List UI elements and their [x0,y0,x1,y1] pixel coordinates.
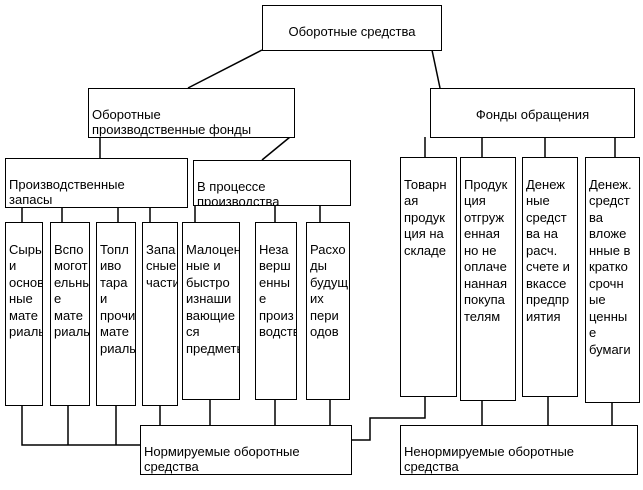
leaf-finished-goods-label: Товарн ая продук ция на складе [404,176,447,258]
leaf-raw-materials-label: Сырье и основ ные мате риалы [9,241,43,340]
leaf-spare-parts: Запа сные части [142,222,178,406]
leaf-deferred-expenses: Расхо ды будущ их пери одов [306,222,350,400]
leaf-shipped-goods-label: Продук ция отгруж енная но не оплаче нан… [464,176,508,324]
connector-funds-process [261,136,291,161]
root-label: Оборотные средства [288,23,416,39]
leaf-spare-parts-label: Запа сные части [146,241,178,290]
in-production-box: В процессе производства [193,160,351,206]
leaf-fuel-materials: Топл иво тара и прочие мате риалы [96,222,136,406]
production-funds-label: Оборотные производственные фонды [92,106,252,138]
leaf-low-value-items-label: Малоцен ные и быстро изнаши вающие ся пр… [186,241,240,356]
leaf-securities: Денеж. средст ва вложе нные в кратко сро… [585,157,640,403]
production-stocks-box: Производственные запасы [5,158,188,208]
leaf-low-value-items: Малоцен ные и быстро изнаши вающие ся пр… [182,222,240,400]
leaf-auxiliary-materials: Вспо могот ельны е мате риалы [50,222,90,406]
leaf-auxiliary-materials-label: Вспо могот ельны е мате риалы [54,241,90,340]
connector-root-left [187,49,263,89]
non-normalized-box: Ненормируемые оборотные средства [400,425,638,475]
production-funds-box: Оборотные производственные фонды [88,88,295,138]
leaf-cash: Денеж ные средст ва на расч. счете и вка… [522,157,578,397]
leaf-fuel-materials-label: Топл иво тара и прочие мате риалы [100,241,136,356]
connector-process-leaves [194,205,321,222]
normalized-label: Нормируемые оборотные средства [144,443,300,475]
circulation-funds-box: Фонды обращения [430,88,635,138]
leaf-work-in-progress-label: Неза верш енны е произ водство [259,241,296,340]
normalized-box: Нормируемые оборотные средства [140,425,352,475]
connector-left-bus [21,400,331,446]
circulation-funds-label: Фонды обращения [475,106,590,122]
connector-circulation-leaves [424,137,616,157]
leaf-shipped-goods: Продук ция отгруж енная но не оплаче нан… [460,157,516,401]
in-production-label: В процессе производства [197,178,280,206]
leaf-securities-label: Денеж. средст ва вложе нные в кратко сро… [589,176,632,357]
leaf-raw-materials: Сырье и основ ные мате риалы [5,222,43,406]
connector-root-right [431,49,441,89]
leaf-finished-goods: Товарн ая продук ция на складе [400,157,457,397]
leaf-work-in-progress: Неза верш енны е произ водство [255,222,297,400]
connector-right-bus [350,396,613,441]
root-box: Оборотные средства [262,5,442,51]
leaf-deferred-expenses-label: Расхо ды будущ их пери одов [310,241,349,340]
leaf-cash-label: Денеж ные средст ва на расч. счете и вка… [526,176,570,324]
production-stocks-label: Производственные запасы [9,176,125,208]
non-normalized-label: Ненормируемые оборотные средства [404,443,575,475]
